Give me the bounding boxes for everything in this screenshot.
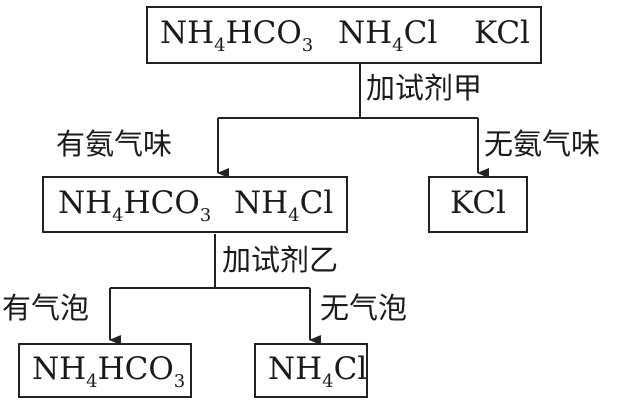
formula-nh4hco3: NH4HCO3 (32, 351, 186, 392)
branch-label-no-ammonia-smell: 无氨气味 (484, 127, 601, 161)
formula-kcl: KCl (450, 185, 506, 221)
branch-label-no-bubbles: 无气泡 (320, 291, 408, 325)
formula-nh4cl: NH4Cl (234, 185, 334, 226)
ammonium-salts-box: NH4HCO3 NH4Cl (42, 176, 348, 233)
mixture-box: NH4HCO3 NH4Cl KCl (146, 6, 542, 64)
step-label-reagent-a: 加试剂甲 (366, 71, 483, 105)
branch-label-ammonia-smell: 有氨气味 (56, 127, 173, 161)
branch-label-bubbles: 有气泡 (2, 291, 90, 325)
formula-nh4cl: NH4Cl (268, 351, 368, 392)
nh4cl-result-box: NH4Cl (254, 343, 368, 398)
step-label-reagent-b: 加试剂乙 (222, 243, 339, 277)
formula-nh4hco3: NH4HCO3 (58, 185, 212, 226)
nh4hco3-result-box: NH4HCO3 (18, 343, 192, 398)
formula-nh4cl: NH4Cl (338, 15, 438, 56)
formula-kcl: KCl (474, 15, 530, 51)
kcl-result-box: KCl (428, 176, 528, 233)
formula-nh4hco3: NH4HCO3 (160, 15, 314, 56)
